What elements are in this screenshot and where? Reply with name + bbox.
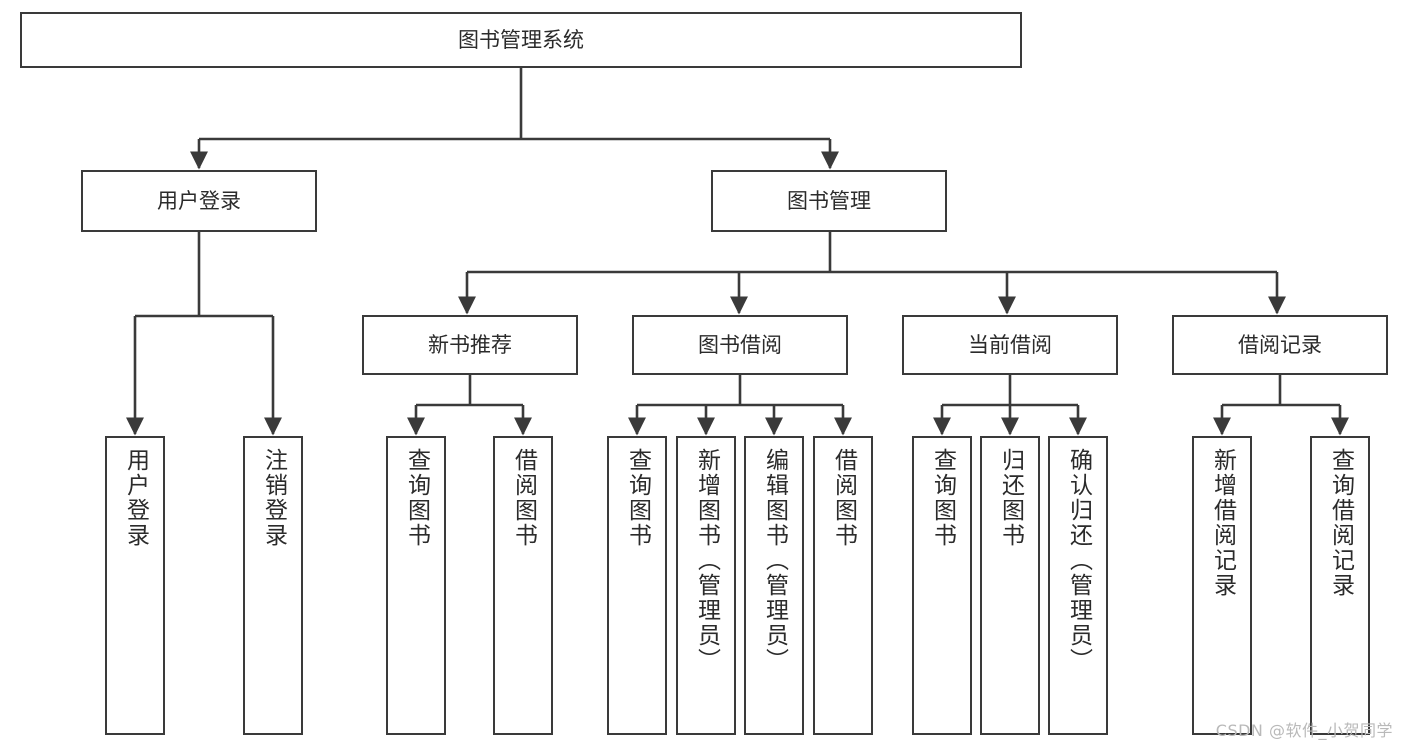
node-label: 编辑图书（管理员）: [761, 448, 788, 673]
node-borrow-record[interactable]: 借阅记录: [1172, 315, 1388, 375]
node-label: 用户登录: [122, 448, 149, 548]
node-user-login[interactable]: 用户登录: [81, 170, 317, 232]
node-label: 新增图书（管理员）: [693, 448, 720, 673]
node-label: 借阅图书: [510, 448, 537, 548]
node-label: 注销登录: [260, 448, 287, 548]
leaf-add-borrow-record[interactable]: 新增借阅记录: [1192, 436, 1252, 735]
node-label: 图书借阅: [698, 332, 782, 357]
node-book-borrow[interactable]: 图书借阅: [632, 315, 848, 375]
node-new-book-recommendation[interactable]: 新书推荐: [362, 315, 578, 375]
node-label: 查询图书: [624, 448, 651, 548]
node-label: 图书管理: [787, 188, 871, 213]
node-current-borrow[interactable]: 当前借阅: [902, 315, 1118, 375]
leaf-borrow-book-new[interactable]: 借阅图书: [493, 436, 553, 735]
leaf-query-borrow-record[interactable]: 查询借阅记录: [1310, 436, 1370, 735]
node-label: 当前借阅: [968, 332, 1052, 357]
watermark: CSDN @软件_小贺同学: [1215, 721, 1393, 740]
node-label: 确认归还（管理员）: [1065, 448, 1092, 673]
node-label: 新书推荐: [428, 332, 512, 357]
leaf-logout[interactable]: 注销登录: [243, 436, 303, 735]
leaf-query-book-borrow[interactable]: 查询图书: [607, 436, 667, 735]
node-label: 新增借阅记录: [1209, 448, 1236, 598]
node-label: 图书管理系统: [458, 27, 584, 52]
leaf-return-book[interactable]: 归还图书: [980, 436, 1040, 735]
node-label: 查询图书: [929, 448, 956, 548]
leaf-query-book-new[interactable]: 查询图书: [386, 436, 446, 735]
node-label: 用户登录: [157, 188, 241, 213]
leaf-user-login[interactable]: 用户登录: [105, 436, 165, 735]
leaf-edit-book-admin[interactable]: 编辑图书（管理员）: [744, 436, 804, 735]
node-label: 借阅图书: [830, 448, 857, 548]
leaf-borrow-book[interactable]: 借阅图书: [813, 436, 873, 735]
node-root-book-management-system[interactable]: 图书管理系统: [20, 12, 1022, 68]
node-label: 归还图书: [997, 448, 1024, 548]
node-label: 查询借阅记录: [1327, 448, 1354, 598]
leaf-confirm-return-admin[interactable]: 确认归还（管理员）: [1048, 436, 1108, 735]
node-book-management[interactable]: 图书管理: [711, 170, 947, 232]
node-label: 借阅记录: [1238, 332, 1322, 357]
leaf-query-book-current[interactable]: 查询图书: [912, 436, 972, 735]
node-label: 查询图书: [403, 448, 430, 548]
leaf-add-book-admin[interactable]: 新增图书（管理员）: [676, 436, 736, 735]
